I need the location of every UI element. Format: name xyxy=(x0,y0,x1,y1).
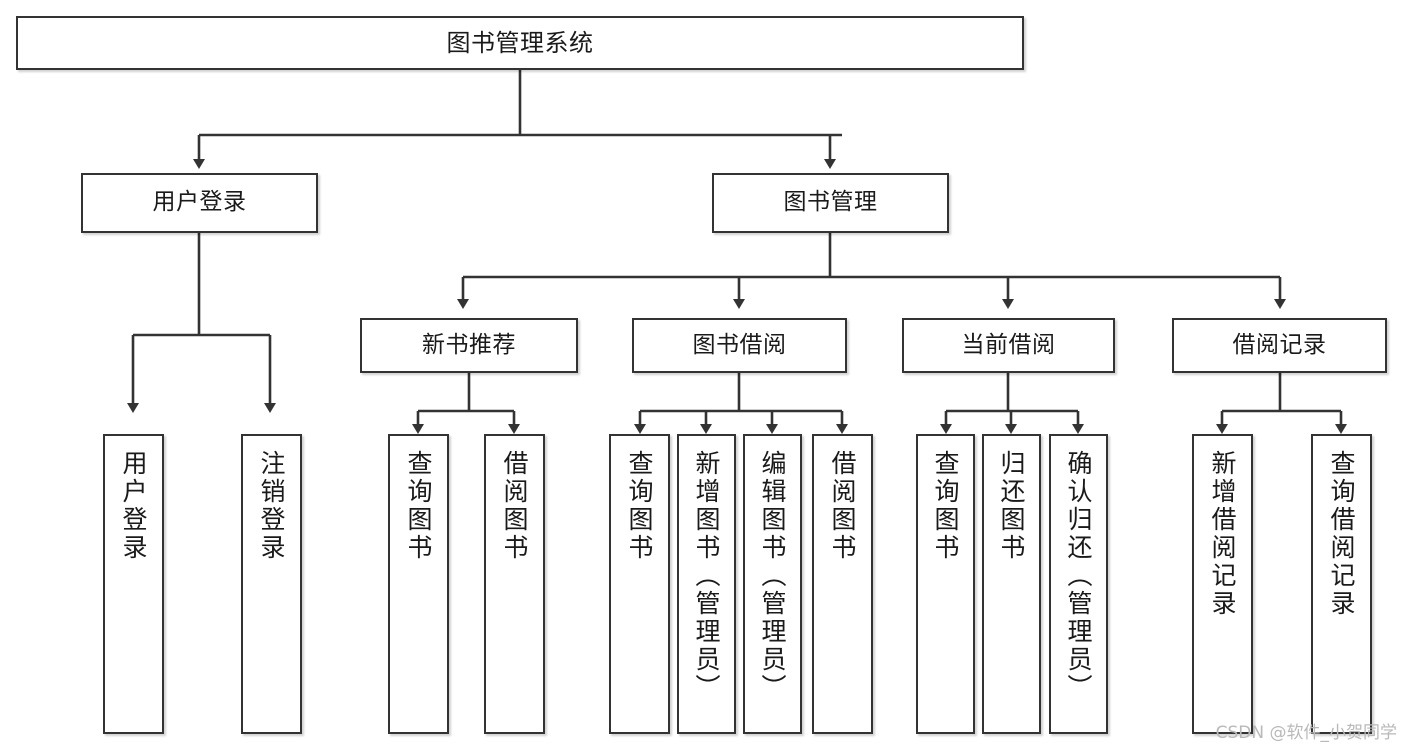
leaf-borrow-add-book-admin[interactable]: 新增图书（管理员） xyxy=(677,434,736,734)
node-book-management[interactable]: 图书管理 xyxy=(712,173,949,233)
leaf-records-query-record[interactable]: 查询借阅记录 xyxy=(1311,434,1372,734)
node-label: 借阅图书 xyxy=(828,450,857,562)
node-label: 新增借阅记录 xyxy=(1208,450,1237,618)
node-label: 用户登录 xyxy=(119,450,148,562)
node-label: 图书借阅 xyxy=(692,331,787,358)
leaf-user-logout[interactable]: 注销登录 xyxy=(241,434,302,734)
node-label: 新增图书（管理员） xyxy=(692,450,721,702)
node-root-system[interactable]: 图书管理系统 xyxy=(16,16,1024,70)
leaf-newbook-query-book[interactable]: 查询图书 xyxy=(388,434,449,734)
node-book-borrow[interactable]: 图书借阅 xyxy=(632,318,847,373)
leaf-user-login[interactable]: 用户登录 xyxy=(103,434,164,734)
node-label: 查询借阅记录 xyxy=(1327,450,1356,618)
node-label: 当前借阅 xyxy=(961,331,1056,358)
node-current-borrow[interactable]: 当前借阅 xyxy=(902,318,1115,373)
node-label: 新书推荐 xyxy=(422,331,516,358)
node-label: 确认归还（管理员） xyxy=(1064,450,1093,702)
node-label: 归还图书 xyxy=(997,450,1026,562)
node-label: 查询图书 xyxy=(404,450,433,562)
leaf-borrow-query-book[interactable]: 查询图书 xyxy=(609,434,670,734)
node-label: 注销登录 xyxy=(257,450,286,562)
leaf-borrow-borrow-book[interactable]: 借阅图书 xyxy=(812,434,873,734)
node-label: 查询图书 xyxy=(931,450,960,562)
leaf-current-query-book[interactable]: 查询图书 xyxy=(916,434,975,734)
node-label: 图书管理系统 xyxy=(446,28,594,57)
leaf-current-confirm-return-admin[interactable]: 确认归还（管理员） xyxy=(1049,434,1108,734)
node-label: 图书管理 xyxy=(783,189,878,216)
node-label: 编辑图书（管理员） xyxy=(758,450,787,702)
node-label: 查询图书 xyxy=(625,450,654,562)
node-borrow-records[interactable]: 借阅记录 xyxy=(1172,318,1387,373)
leaf-current-return-book[interactable]: 归还图书 xyxy=(982,434,1041,734)
node-label: 借阅记录 xyxy=(1232,331,1327,358)
leaf-records-add-record[interactable]: 新增借阅记录 xyxy=(1192,434,1253,734)
leaf-newbook-borrow-book[interactable]: 借阅图书 xyxy=(484,434,545,734)
node-new-book-recommend[interactable]: 新书推荐 xyxy=(360,318,578,373)
node-user-login[interactable]: 用户登录 xyxy=(81,173,318,233)
node-label: 用户登录 xyxy=(152,189,247,216)
watermark-text: CSDN @软件_小贺同学 xyxy=(1215,723,1397,743)
node-label: 借阅图书 xyxy=(500,450,529,562)
leaf-borrow-edit-book-admin[interactable]: 编辑图书（管理员） xyxy=(743,434,802,734)
